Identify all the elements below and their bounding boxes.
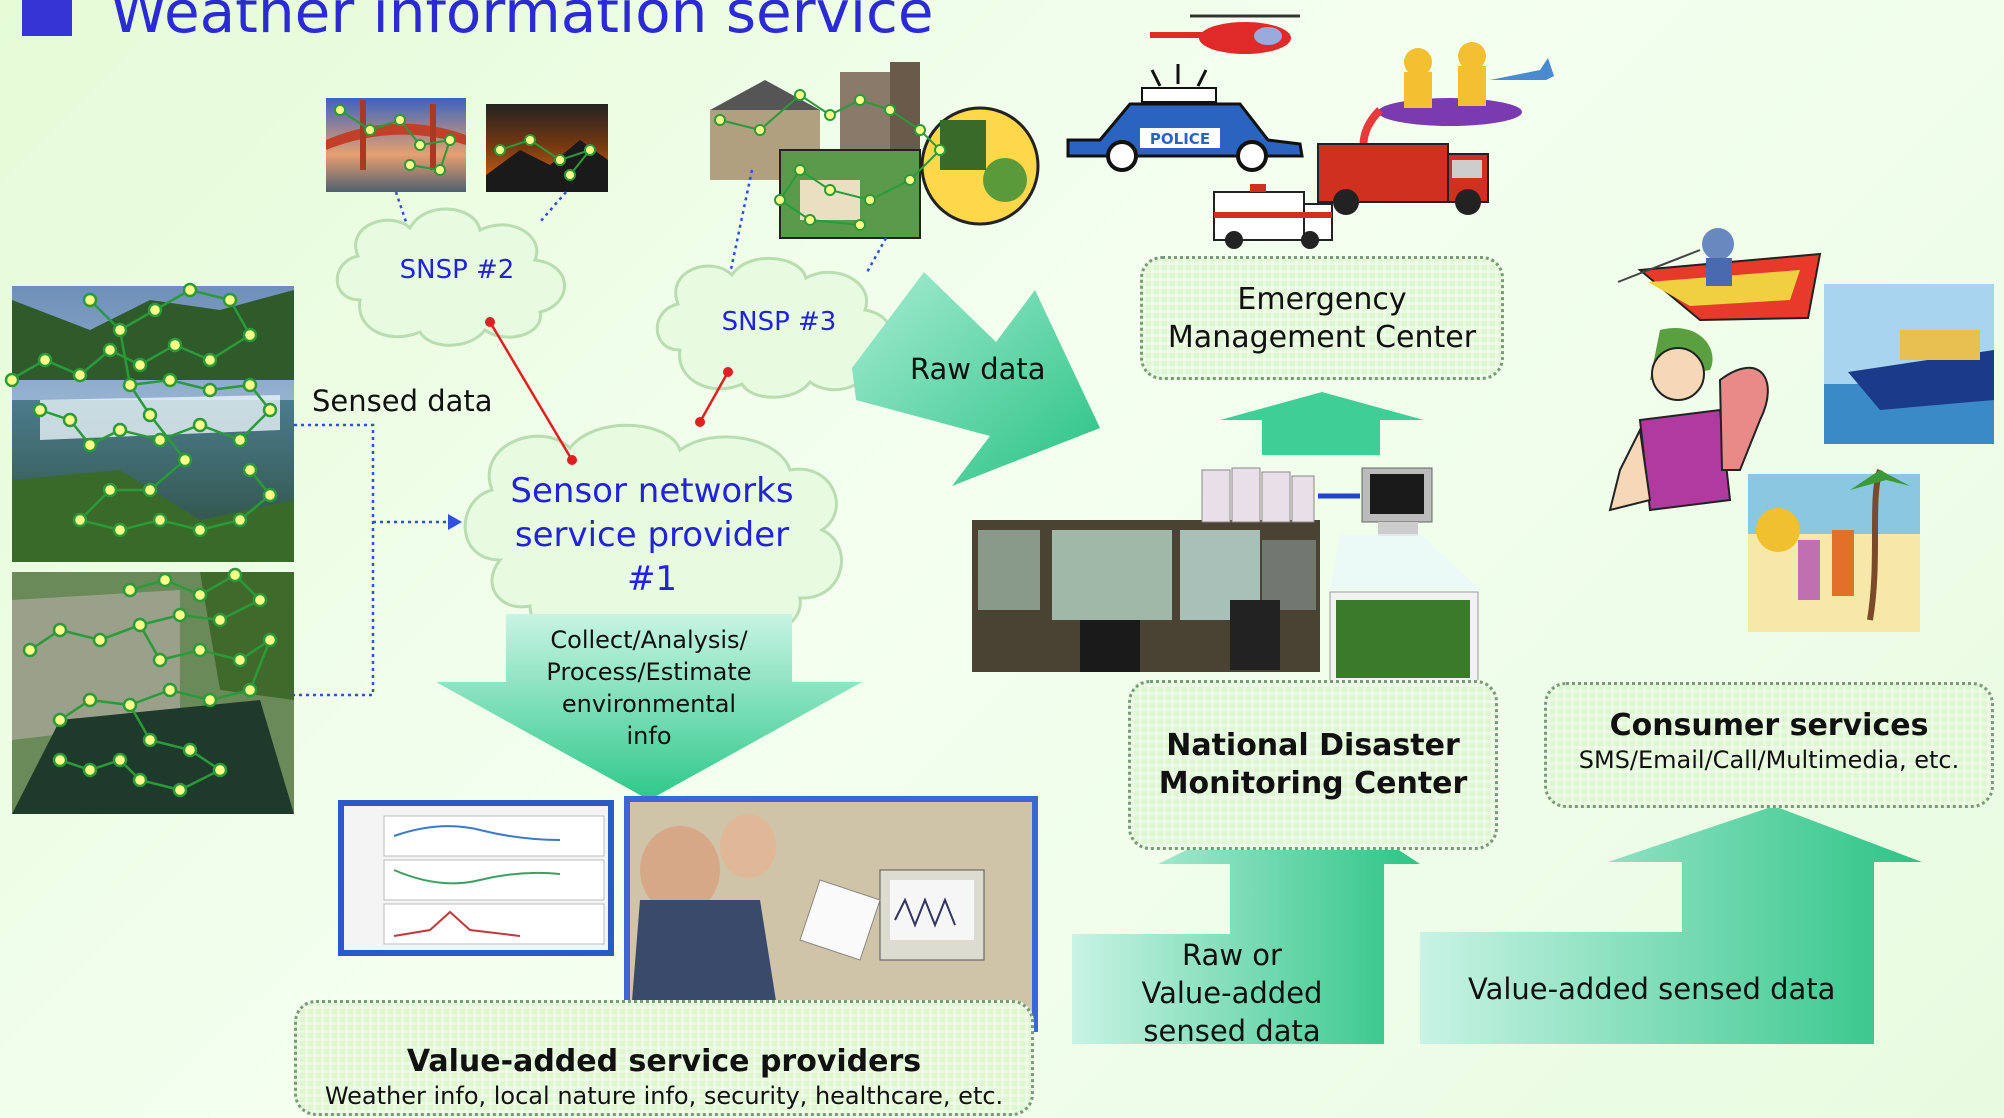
firefighters-icon	[1378, 42, 1554, 126]
collect-line-4: info	[626, 722, 672, 750]
national-disaster-monitoring-center-box: National Disaster Monitoring Center	[1128, 680, 1498, 850]
raw-or-line-3: sensed data	[1143, 1014, 1321, 1048]
raw-or-line-2: Value-added	[1141, 976, 1323, 1010]
snsp3-label: SNSP #3	[722, 307, 837, 337]
cloud-main-provider: Sensor networks service provider #1	[463, 423, 843, 645]
collect-line-2: Process/Estimate	[546, 658, 752, 686]
workstation-icon	[1361, 467, 1433, 536]
sensed-data-label: Sensed data	[312, 384, 493, 418]
sensor-network-left	[4, 282, 278, 798]
value-added-up-arrow	[1420, 806, 1922, 1044]
page-title: Weather information service	[110, 0, 934, 46]
cloud-snsp2: SNSP #2	[335, 207, 566, 347]
emergency-management-center-box: Emergency Management Center	[1140, 256, 1504, 380]
consumer-services-box: Consumer services SMS/Email/Call/Multime…	[1544, 682, 1994, 808]
ambulance-icon	[1213, 184, 1333, 249]
bridge-photo	[326, 98, 466, 192]
value-added-service-providers-box: Value-added service providers Weather in…	[294, 1000, 1034, 1116]
police-car-icon: POLICE	[1066, 64, 1304, 172]
cargo-ship-photo	[1824, 284, 1994, 444]
sensor-network-top	[334, 104, 596, 181]
sensed-data-arrowhead	[448, 514, 462, 530]
ndmc-line-2: Monitoring Center	[1158, 766, 1468, 801]
raw-data-label: Raw data	[910, 352, 1046, 386]
vasp-subtitle: Weather info, local nature info, securit…	[324, 1082, 1004, 1110]
waterfall-photo	[12, 286, 294, 562]
researchers-photo	[624, 796, 1038, 1032]
emergency-up-arrow	[1220, 392, 1424, 455]
police-text: POLICE	[1150, 130, 1210, 148]
collect-line-3: environmental	[561, 690, 737, 718]
sensor-network-city	[714, 89, 946, 231]
helicopter-icon	[1150, 14, 1300, 54]
consumer-services-subtitle: SMS/Email/Call/Multimedia, etc.	[1578, 746, 1960, 774]
beach-couple-icon	[1748, 469, 1920, 632]
boat-fisherman-icon	[1617, 228, 1822, 322]
chart-screenshot	[338, 800, 614, 956]
raw-or-value-label: Raw or Value-added sensed data	[1076, 936, 1388, 1050]
server-racks-icon	[1201, 467, 1315, 523]
emergency-line-2: Management Center	[1167, 320, 1477, 355]
cloud-link-nodes	[485, 317, 733, 465]
vasp-title: Value-added service providers	[406, 1044, 922, 1079]
control-room-photo	[972, 520, 1320, 672]
consumer-services-title: Consumer services	[1609, 708, 1929, 743]
ndmc-line-1: National Disaster	[1166, 728, 1460, 763]
snsp2-label: SNSP #2	[400, 255, 515, 285]
projection-beam	[1330, 534, 1480, 590]
raw-data-arrow	[852, 272, 1100, 486]
snsp2-connectors	[394, 191, 567, 223]
collect-analysis-label: Collect/Analysis/ Process/Estimate envir…	[506, 624, 792, 752]
title-bullet-icon	[22, 0, 72, 36]
main-cloud-line1: Sensor networks	[510, 471, 793, 511]
fire-truck-icon	[1317, 107, 1489, 215]
main-cloud-line2: service provider	[515, 515, 789, 555]
cloud-links	[488, 321, 730, 461]
collect-line-1: Collect/Analysis/	[550, 626, 748, 654]
hiker-icon	[1608, 328, 1769, 512]
raw-or-value-up-arrow	[1072, 790, 1420, 1044]
cloud-snsp3: SNSP #3	[655, 256, 894, 399]
sensed-data-connector	[294, 423, 448, 697]
raw-or-line-1: Raw or	[1182, 938, 1282, 972]
emergency-line-1: Emergency	[1237, 282, 1407, 317]
city-collage	[710, 62, 1040, 239]
main-cloud-line3: #1	[627, 559, 677, 599]
collect-down-arrow	[436, 614, 862, 800]
monitoring-screen	[1329, 591, 1479, 703]
value-added-sensed-label: Value-added sensed data	[1468, 972, 1836, 1006]
